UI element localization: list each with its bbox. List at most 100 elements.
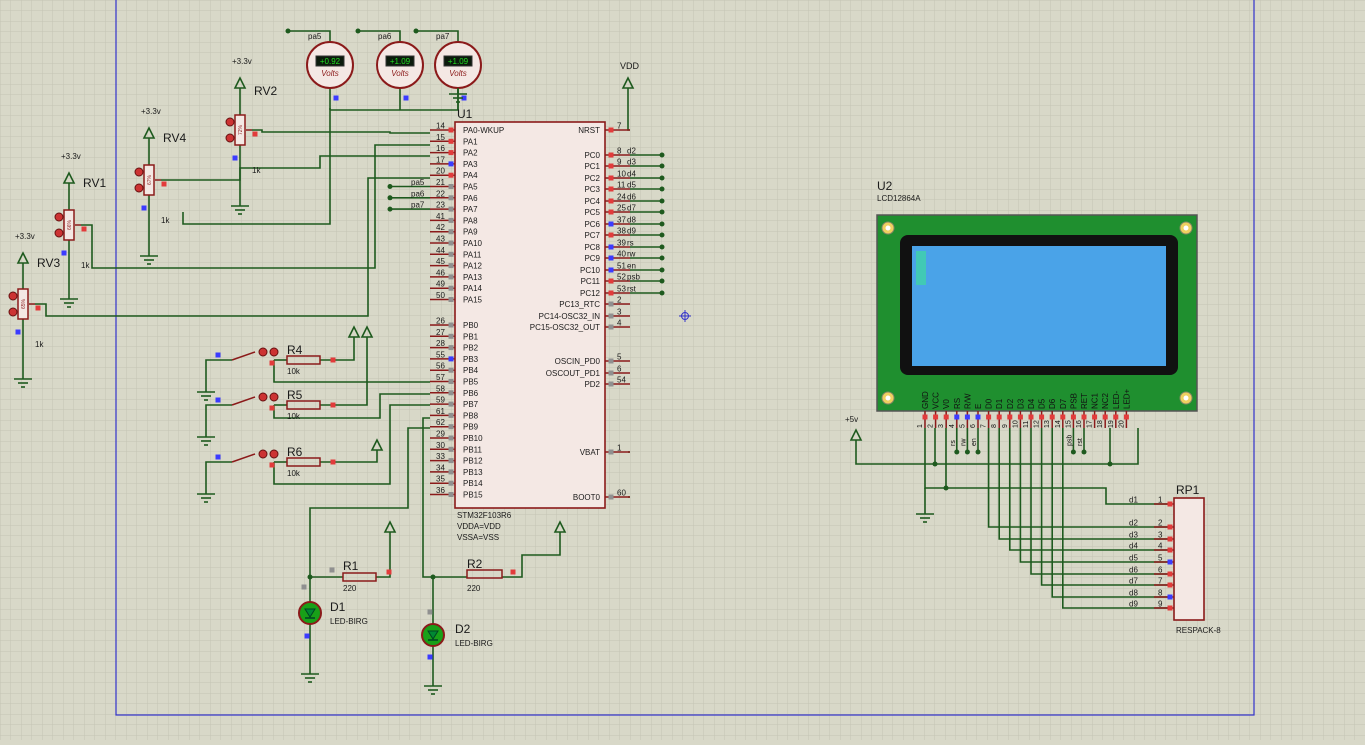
pin-marker bbox=[448, 263, 454, 269]
voltmeter-wire bbox=[358, 30, 401, 42]
mcu-pin-name: PB5 bbox=[463, 378, 479, 387]
mcu-pin-number: 6 bbox=[617, 365, 622, 374]
led-symbol bbox=[427, 630, 439, 640]
pin-marker bbox=[608, 255, 614, 261]
pot-wiper-wire bbox=[81, 144, 430, 269]
lcd-pin-name: LED- bbox=[1112, 390, 1121, 409]
power-arrow bbox=[62, 171, 76, 184]
pin-marker bbox=[448, 240, 454, 246]
mcu-pin-number: 28 bbox=[436, 339, 445, 348]
led-part: LED-BIRG bbox=[455, 639, 493, 648]
pin-marker bbox=[448, 138, 454, 144]
mcu-pin-number: 39 bbox=[617, 239, 626, 248]
pin-marker bbox=[1102, 414, 1108, 420]
pin-marker bbox=[1092, 414, 1098, 420]
pin-marker bbox=[986, 414, 992, 420]
pin-marker bbox=[1167, 594, 1173, 600]
potentiometer-value: 1k bbox=[252, 166, 261, 175]
lcd-pin-number: 8 bbox=[991, 424, 998, 428]
junction bbox=[659, 209, 665, 215]
mcu-pin-name: PC7 bbox=[584, 231, 600, 240]
net-label: d4 bbox=[627, 170, 636, 179]
vdd-label: VDD bbox=[620, 61, 640, 71]
respack-pin-number: 9 bbox=[1158, 600, 1163, 609]
pin-marker bbox=[329, 567, 335, 573]
pin-marker bbox=[448, 435, 454, 441]
pin-marker bbox=[608, 449, 614, 455]
mcu-pin-name: PB7 bbox=[463, 400, 479, 409]
voltmeter-ground-bus bbox=[330, 88, 459, 111]
net-label: rs bbox=[950, 440, 957, 446]
pin-marker bbox=[448, 274, 454, 280]
potentiometer-percent: 65% bbox=[21, 298, 27, 309]
pin-marker bbox=[1167, 571, 1173, 577]
lcd-part: LCD12864A bbox=[877, 194, 921, 203]
net-label: d5 bbox=[627, 181, 636, 190]
pin-marker bbox=[608, 381, 614, 387]
mcu-pin-name: OSCIN_PD0 bbox=[555, 357, 601, 366]
junction bbox=[975, 449, 981, 455]
potentiometer-terminal bbox=[8, 291, 18, 301]
pin-marker bbox=[448, 333, 454, 339]
pin-marker bbox=[330, 357, 336, 363]
mcu-pin-name: PB11 bbox=[463, 445, 483, 454]
sheet-frame bbox=[115, 0, 1255, 716]
mcu-pin-name: PC13_RTC bbox=[559, 300, 600, 309]
voltmeter-unit: Volts bbox=[449, 69, 467, 78]
net-label: en bbox=[627, 262, 636, 271]
junction bbox=[659, 290, 665, 296]
potentiometer-percent: 72% bbox=[238, 124, 244, 135]
power-arrow bbox=[360, 325, 374, 338]
mcu-pin-number: 30 bbox=[436, 441, 445, 450]
lcd-pin-name: D1 bbox=[995, 398, 1004, 409]
mcu-pin-name: PB9 bbox=[463, 423, 479, 432]
lcd-pin-number: 15 bbox=[1065, 420, 1072, 428]
mcu-pin-number: 11 bbox=[617, 181, 626, 190]
mcu-pin-name: PA6 bbox=[463, 194, 478, 203]
pin-marker bbox=[996, 414, 1002, 420]
mcu-pin-name: PA10 bbox=[463, 239, 483, 248]
pin-marker bbox=[215, 352, 221, 358]
pin-marker bbox=[81, 226, 87, 232]
mcu-pin-name: PA15 bbox=[463, 296, 483, 305]
lcd-data-wire bbox=[998, 428, 1170, 540]
junction bbox=[659, 232, 665, 238]
pin-marker bbox=[608, 198, 614, 204]
mcu-pin-number: 36 bbox=[436, 486, 445, 495]
supply-label: +3.3v bbox=[61, 152, 81, 161]
lcd-pin-number: 7 bbox=[981, 424, 988, 428]
lcd-screen bbox=[912, 246, 1166, 366]
mcu-pin-name: PB10 bbox=[463, 434, 483, 443]
mcu-pin-name: PB14 bbox=[463, 479, 483, 488]
mcu-pin-name: PB8 bbox=[463, 411, 479, 420]
pin-marker bbox=[1167, 605, 1173, 611]
power-arrow bbox=[621, 76, 635, 89]
led-part: LED-BIRG bbox=[330, 617, 368, 626]
junction bbox=[413, 28, 419, 34]
mcu-pin-number: 37 bbox=[617, 216, 626, 225]
junction bbox=[932, 461, 938, 467]
voltmeter-reading: +1.09 bbox=[390, 57, 411, 66]
respack-pin-number: 6 bbox=[1158, 566, 1163, 575]
mcu-pin-number: 60 bbox=[617, 489, 626, 498]
potentiometer-terminal bbox=[225, 133, 235, 143]
net-label: d3 bbox=[627, 158, 636, 167]
pin-marker bbox=[1167, 501, 1173, 507]
supply-label: +3.3v bbox=[141, 107, 161, 116]
pin-marker bbox=[608, 175, 614, 181]
pin-marker bbox=[304, 633, 310, 639]
potentiometer-value: 1k bbox=[35, 340, 44, 349]
mcu-pin-number: 42 bbox=[436, 223, 445, 232]
pin-marker bbox=[330, 459, 336, 465]
lcd-pin-number: 18 bbox=[1097, 420, 1104, 428]
pin-marker bbox=[608, 370, 614, 376]
mcu-pin-name: PA0-WKUP bbox=[463, 126, 504, 135]
mcu-pin-number: 45 bbox=[436, 257, 445, 266]
mcu-pin-name: PC4 bbox=[584, 197, 600, 206]
pin-marker bbox=[608, 163, 614, 169]
net-label: d6 bbox=[1129, 566, 1138, 575]
lcd-mount-hole bbox=[885, 395, 891, 401]
net-label: rw bbox=[960, 438, 967, 446]
